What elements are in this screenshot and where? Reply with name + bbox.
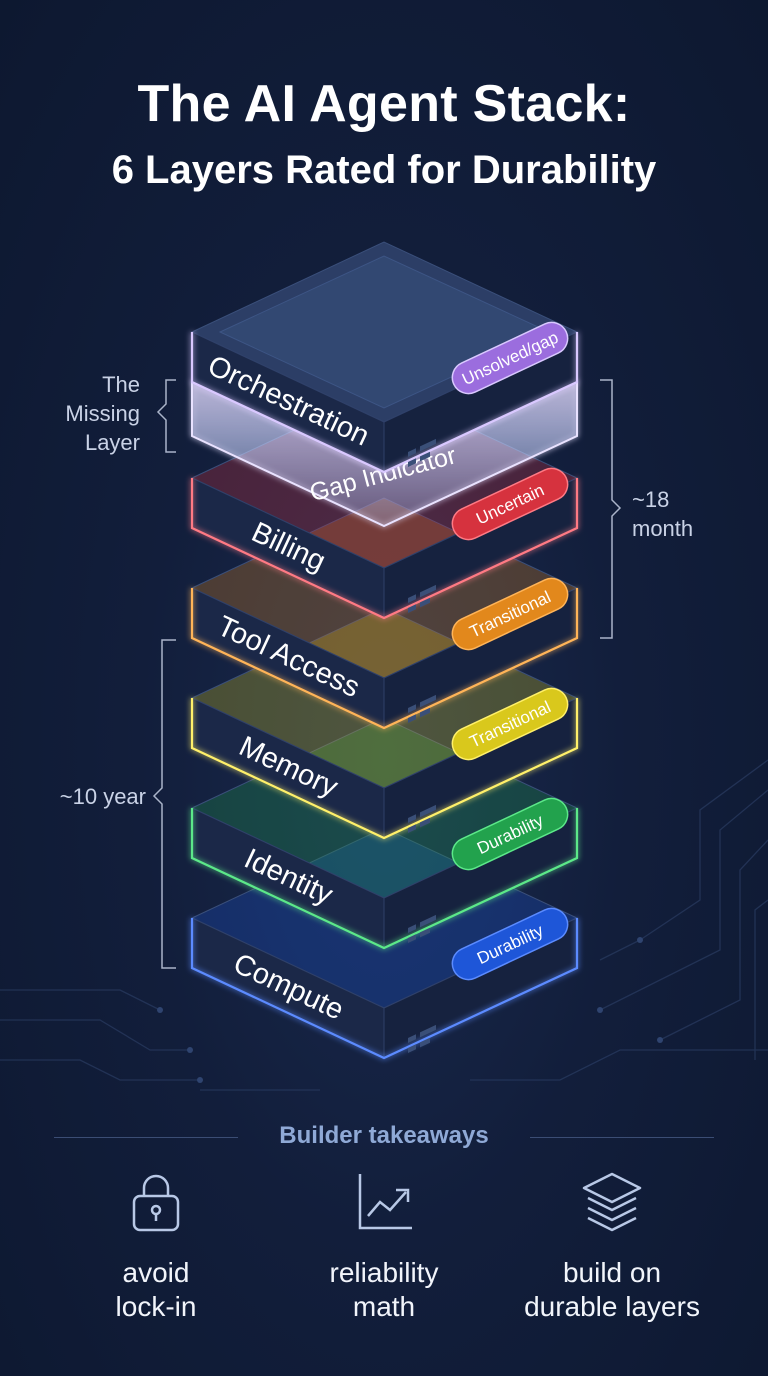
lock-icon: [132, 1174, 180, 1232]
takeaway-label: avoid lock-in: [115, 1257, 197, 1322]
layer-ports: [408, 1024, 436, 1053]
layer-edge: [190, 588, 579, 730]
divider-left: [54, 1137, 238, 1138]
ten-year-label: ~10 year: [59, 784, 146, 809]
title-line-2: 6 Layers Rated for Durability: [111, 148, 657, 192]
takeaway-label: reliability math: [329, 1257, 439, 1322]
circuit-traces: [0, 759, 768, 1091]
layer-edge: [190, 698, 579, 840]
layer-ports: [408, 914, 436, 943]
layer-edge: [190, 808, 579, 950]
eighteen-month-bracket: [600, 379, 622, 639]
layer-edge: [190, 332, 579, 474]
layer-ports: [408, 804, 436, 833]
takeaway-reliability-math: reliability math: [264, 1170, 504, 1324]
layer-ports: [408, 584, 436, 613]
takeaway-label: build on durable layers: [524, 1257, 700, 1322]
takeaway-durable-layers: build on durable layers: [492, 1170, 732, 1324]
chart-icon: [358, 1174, 412, 1230]
layer-edge: [190, 918, 579, 1060]
divider-right: [530, 1137, 714, 1138]
layer-edge: [190, 478, 579, 620]
takeaways-title: Builder takeaways: [279, 1122, 489, 1149]
layers-icon: [582, 1172, 642, 1232]
title-line-1: The AI Agent Stack:: [137, 75, 631, 133]
eighteen-month-label: ~18 month: [632, 487, 694, 541]
stack-diagram: ComputeDurabilityIdentityDurabilityMemor…: [0, 241, 768, 1091]
takeaway-avoid-lock-in: avoid lock-in: [36, 1170, 276, 1324]
missing-layer-bracket: [156, 379, 176, 453]
layer-ports: [408, 694, 436, 723]
ten-year-bracket: [152, 639, 176, 969]
layer-ports: [408, 438, 436, 467]
missing-layer-label: The Missing Layer: [65, 372, 140, 455]
